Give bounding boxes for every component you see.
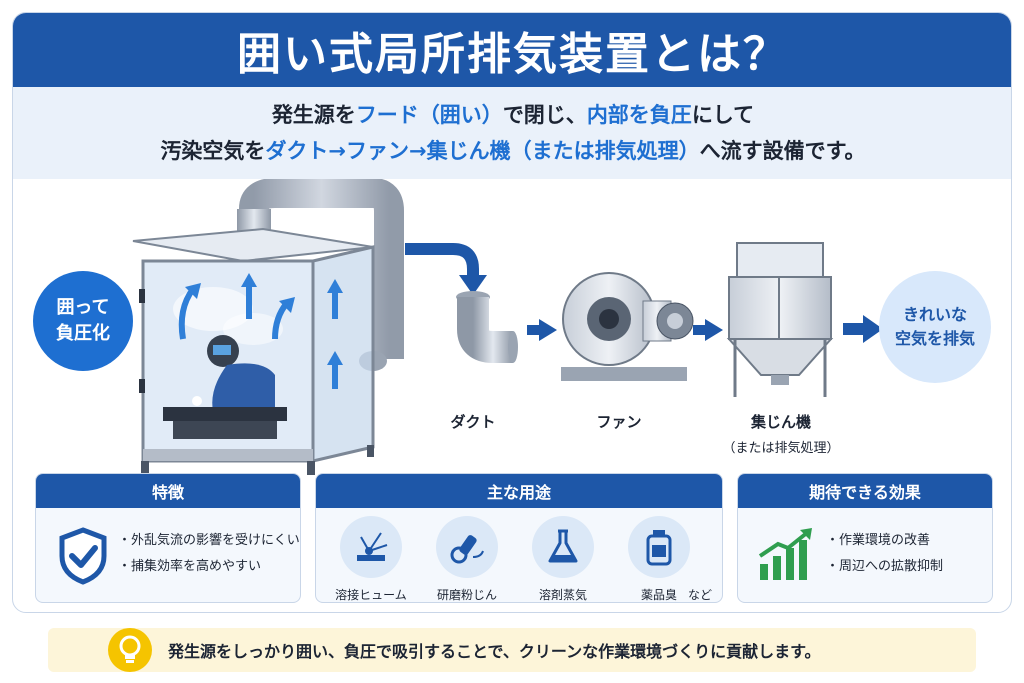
use-item-solvent: 溶剤蒸気: [518, 516, 608, 602]
list-item: 外乱気流の影響を受けにくい: [118, 528, 300, 554]
negative-pressure-label: 囲って 負圧化: [33, 271, 133, 371]
effects-list: 作業環境の改善 周辺への拡散抑制: [826, 528, 943, 580]
duct-elbow: [456, 291, 518, 363]
features-panel: 特徴 外乱気流の影響を受けにくい 捕集効率を高めやすい: [35, 473, 301, 603]
infographic-card: 囲い式局所排気装置とは？ 発生源をフード（囲い）で閉じ、内部を負圧にして 汚染空…: [12, 12, 1012, 613]
effects-body: 作業環境の改善 周辺への拡散抑制: [738, 508, 992, 602]
use-item-chemical: 薬品臭: [614, 516, 704, 602]
use-label: 研磨粉じん: [436, 588, 497, 602]
process-illustration: [132, 179, 883, 475]
growth-chart-icon: [758, 528, 812, 580]
list-item: 作業環境の改善: [826, 528, 943, 554]
effects-heading: 期待できる効果: [738, 474, 992, 508]
footer-banner: 発生源をしっかり囲い、負圧で吸引することで、クリーンな作業環境づくりに貢献します…: [48, 628, 976, 672]
title-bar: 囲い式局所排気装置とは？: [13, 13, 1011, 87]
subtitle-text: で閉じ、: [502, 103, 587, 127]
dust-collector: [726, 242, 834, 397]
subtitle-text: にして: [691, 103, 755, 127]
footer-text: 発生源をしっかり囲い、負圧で吸引することで、クリーンな作業環境づくりに貢献します…: [168, 642, 821, 661]
features-body: 外乱気流の影響を受けにくい 捕集効率を高めやすい: [36, 508, 300, 602]
list-item: 周辺への拡散抑制: [826, 554, 943, 580]
subtitle-text: 汚染空気を: [160, 139, 266, 163]
collector-label: 集じん機: [750, 413, 811, 431]
use-label: 溶剤蒸気: [538, 588, 587, 602]
subtitle-highlight: 内部を負圧: [586, 103, 692, 127]
welding-icon: [340, 516, 402, 578]
subtitle-text: へ流す設備です。: [699, 139, 866, 163]
flow-arrow: [405, 243, 479, 277]
negative-pressure-text: 囲って 負圧化: [56, 297, 110, 344]
subtitle-text: 発生源を: [271, 103, 356, 127]
fan-unit: [561, 272, 694, 381]
clean-air-label: きれいな 空気を排気: [879, 271, 991, 383]
duct-label: ダクト: [450, 413, 496, 431]
fan-label: ファン: [596, 413, 642, 431]
uses-body: 溶接ヒューム 研磨粉じん: [316, 508, 722, 602]
page-title: 囲い式局所排気装置とは？: [237, 29, 789, 80]
subtitle-band: 発生源をフード（囲い）で閉じ、内部を負圧にして 汚染空気をダクト→ファン→集じん…: [13, 87, 1011, 179]
use-item-grinding: 研磨粉じん: [422, 516, 512, 602]
subtitle-line-2: 汚染空気をダクト→ファン→集じん機（または排気処理）へ流す設備です。: [160, 133, 865, 169]
use-label: 溶接ヒューム: [335, 588, 407, 602]
grinder-icon: [436, 516, 498, 578]
subtitle-line-1: 発生源をフード（囲い）で閉じ、内部を負圧にして: [272, 97, 754, 133]
effects-panel: 期待できる効果 作業環境の改善 周辺への拡散抑制: [737, 473, 993, 603]
process-diagram: 囲って 負圧化 ダクト ファン 集じん機 （または排気処理） きれいな 空気を排…: [13, 179, 1011, 479]
chemical-bottle-icon: [628, 516, 690, 578]
uses-panel: 主な用途 溶接ヒューム: [315, 473, 723, 603]
use-item-welding: 溶接ヒューム: [326, 516, 416, 602]
clean-air-text: きれいな 空気を排気: [895, 305, 976, 348]
use-label: 薬品臭: [640, 588, 677, 602]
flask-icon: [532, 516, 594, 578]
flow-arrows: [527, 315, 883, 343]
features-list: 外乱気流の影響を受けにくい 捕集効率を高めやすい: [118, 528, 300, 580]
list-item: 捕集効率を高めやすい: [118, 554, 300, 580]
subtitle-highlight: フード（囲い）: [355, 103, 503, 127]
collector-sublabel: （または排気処理）: [722, 441, 840, 456]
flow-arrow-head: [459, 275, 487, 295]
lightbulb-icon: [108, 628, 152, 672]
features-heading: 特徴: [36, 474, 300, 508]
uses-heading: 主な用途: [316, 474, 722, 508]
enclosure-booth: [132, 227, 375, 475]
uses-suffix: など: [688, 588, 713, 602]
subtitle-highlight: ダクト→ファン→集じん機（または排気処理）: [265, 139, 700, 163]
shield-check-icon: [59, 527, 107, 585]
